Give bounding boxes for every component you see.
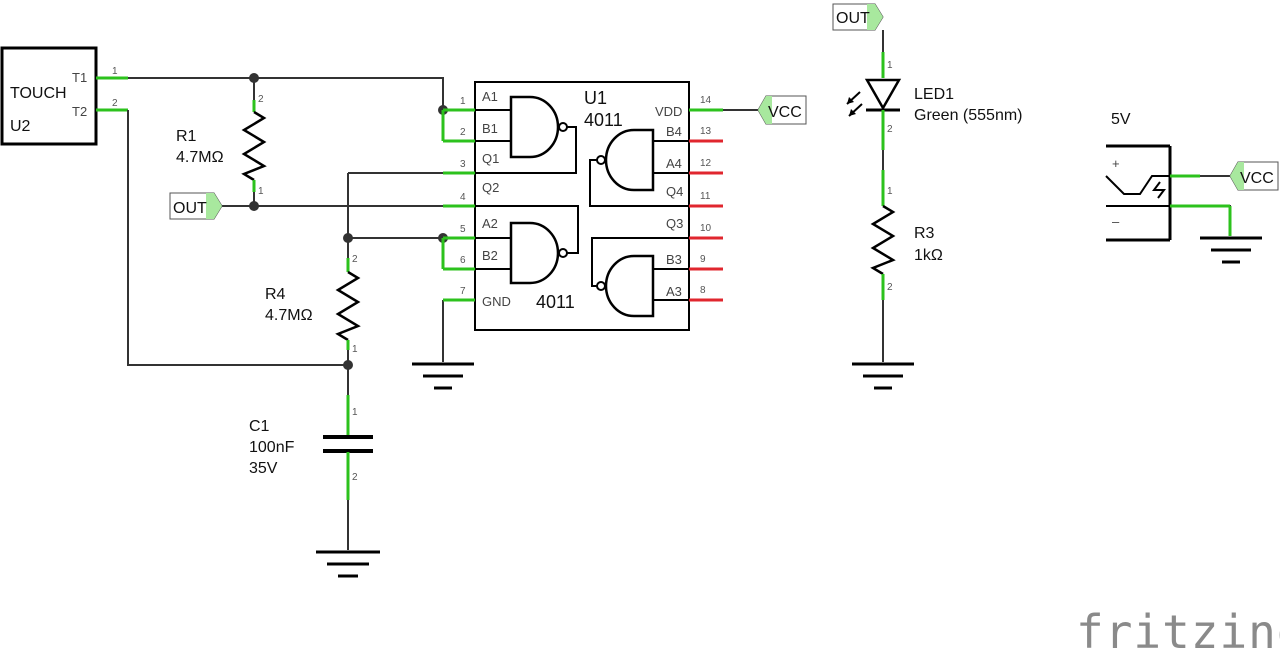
u1-pin-name-a3: A3 <box>666 284 682 299</box>
supply-minus: – <box>1112 214 1120 229</box>
u1-pin-num-6: 6 <box>460 255 466 266</box>
u1-pin-name-b1: B1 <box>482 121 498 136</box>
c1-ref: C1 <box>249 418 270 435</box>
r4-pin-bottom: 1 <box>352 344 358 355</box>
touch-pin1-num: 1 <box>112 66 118 77</box>
r3-value: 1kΩ <box>914 247 943 264</box>
out-label-text-top: OUT <box>836 10 870 27</box>
led1-ref: LED1 <box>914 86 954 103</box>
u1-pin-name-b3: B3 <box>666 252 682 267</box>
fritzing-watermark: fritzing <box>1076 605 1280 659</box>
r1-pin-bottom: 1 <box>258 186 264 197</box>
u1-pin-num-5: 5 <box>460 224 466 235</box>
u1-pin-name-b2: B2 <box>482 248 498 263</box>
net-label-out-left[interactable]: OUT <box>169 192 223 220</box>
led1-pin-top: 1 <box>887 60 893 71</box>
u1-pin-num-9: 9 <box>700 254 706 265</box>
u1-right-leads <box>689 108 723 302</box>
u1-pin-num-2: 2 <box>460 127 466 138</box>
u1-part-bottom: 4011 <box>536 292 575 312</box>
u1-pin-num-3: 3 <box>460 159 466 170</box>
u1-pin-name-a4: A4 <box>666 156 682 171</box>
u1-pin-name-b4: B4 <box>666 124 682 139</box>
u1-pin-name-q4: Q4 <box>666 184 683 199</box>
led1-value: Green (555nm) <box>914 107 1023 124</box>
ground-led <box>852 362 914 390</box>
r4-pin-top: 2 <box>352 254 358 265</box>
u1-part: 4011 <box>584 110 623 130</box>
u1-pin-num-11: 11 <box>700 191 711 202</box>
u1-pin-num-4: 4 <box>460 192 466 203</box>
capacitor-c1[interactable]: 1 2 C1 100nF 35V <box>249 395 373 500</box>
resistor-r4[interactable]: 2 1 R4 4.7MΩ <box>265 254 361 355</box>
u1-pin-num-12: 12 <box>700 158 712 169</box>
u1-pin-name-gnd: GND <box>482 294 511 309</box>
wire-t2-to-c1 <box>127 110 348 366</box>
resistor-r3[interactable]: 1 2 R3 1kΩ <box>870 170 943 300</box>
ground-supply <box>1200 236 1262 264</box>
u1-pin-name-a2: A2 <box>482 216 498 231</box>
vcc-label-text-supply: VCC <box>1240 170 1274 187</box>
net-label-vcc-supply[interactable]: VCC <box>1229 161 1279 191</box>
net-label-vcc-u1[interactable]: VCC <box>757 95 807 125</box>
touch-pin2-label: T2 <box>72 104 87 119</box>
nand-gate-3 <box>591 237 689 318</box>
c1-voltage: 35V <box>249 460 278 477</box>
u1-pin-name-q1: Q1 <box>482 151 499 166</box>
u1-pin-num-1: 1 <box>460 96 466 107</box>
u1-ref: U1 <box>584 88 607 108</box>
u1-pin-num-8: 8 <box>700 285 706 296</box>
touch-pin1-label: T1 <box>72 70 87 85</box>
ground-c1 <box>316 550 380 578</box>
wire-t1-to-u1 <box>128 77 444 110</box>
u1-pin-num-7: 7 <box>460 286 466 297</box>
u1-pin-name-vdd: VDD <box>655 104 682 119</box>
nand-gate-1 <box>475 95 577 174</box>
u1-left-leads <box>441 108 475 302</box>
c1-pin-top: 1 <box>352 407 358 418</box>
r3-pin-bottom: 2 <box>887 282 893 293</box>
touch-name: TOUCH <box>10 85 67 102</box>
c1-value: 100nF <box>249 439 295 456</box>
c1-pin-bottom: 2 <box>352 472 358 483</box>
resistor-r1[interactable]: 2 1 R1 4.7MΩ <box>176 94 267 197</box>
net-label-out-top[interactable]: OUT <box>832 3 884 31</box>
wire-5v-gnd <box>1170 205 1231 236</box>
nand-gate-4 <box>589 128 689 207</box>
u1-pin-name-q3: Q3 <box>666 216 683 231</box>
u1-pin-name-q2: Q2 <box>482 180 499 195</box>
ic-u1-4011[interactable]: 1 2 3 4 5 6 7 A1 B1 Q1 Q2 A2 B2 GND 14 1… <box>441 81 723 331</box>
ground-u1 <box>412 362 474 390</box>
r1-pin-top: 2 <box>258 94 264 105</box>
led1-pin-bottom: 2 <box>887 124 893 135</box>
r1-value: 4.7MΩ <box>176 149 224 166</box>
r3-pin-top: 1 <box>887 186 893 197</box>
u1-pin-num-13: 13 <box>700 126 712 137</box>
out-label-text-left: OUT <box>173 200 207 217</box>
touch-sensor-u2[interactable]: TOUCH U2 T1 T2 1 2 <box>0 46 128 146</box>
touch-pin2-num: 2 <box>112 98 118 109</box>
nand-gate-2 <box>475 205 579 285</box>
power-supply-5v[interactable]: 5V + – <box>1105 111 1232 242</box>
vcc-label-text-u1: VCC <box>768 104 802 121</box>
supply-label: 5V <box>1111 111 1131 128</box>
u1-pin-num-14: 14 <box>700 95 712 106</box>
r4-value: 4.7MΩ <box>265 307 313 324</box>
u1-pin-name-a1: A1 <box>482 89 498 104</box>
supply-plus: + <box>1112 156 1120 171</box>
r4-ref: R4 <box>265 286 286 303</box>
touch-ref: U2 <box>10 118 31 135</box>
u1-pin-num-10: 10 <box>700 223 712 234</box>
led1[interactable]: 1 2 LED1 Green (555nm) <box>846 30 1023 150</box>
r1-ref: R1 <box>176 128 197 145</box>
r3-ref: R3 <box>914 225 935 242</box>
